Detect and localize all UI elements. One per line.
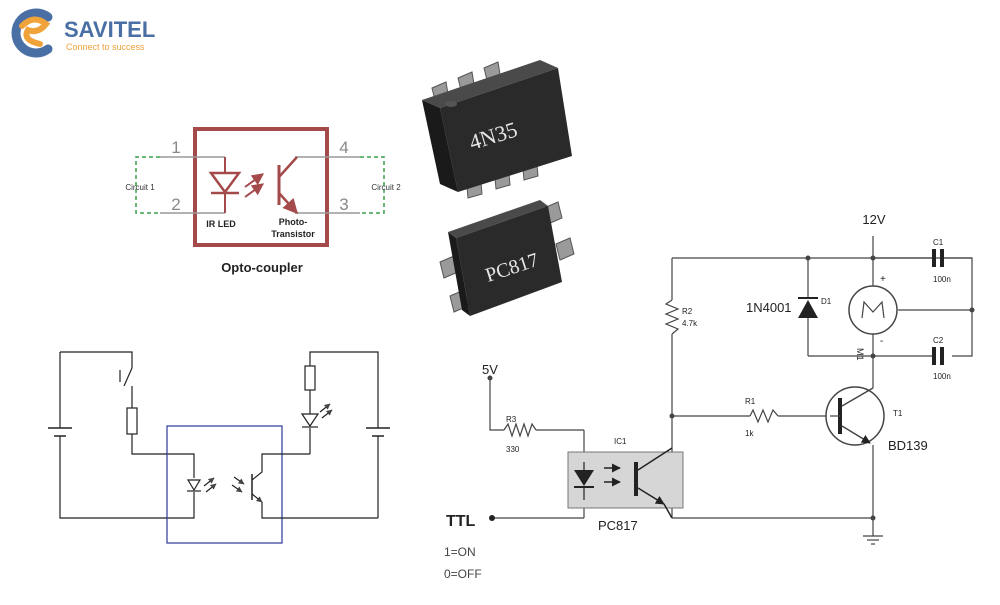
- ttl-on-label: 1=ON: [444, 545, 476, 559]
- r3-name-label: R3: [506, 415, 517, 424]
- isolator-led-icon: [186, 477, 217, 493]
- circuit-2-loop: [360, 156, 385, 214]
- phototransistor-label-line1: Photo-: [279, 217, 308, 227]
- ir-led-label: IR LED: [206, 219, 236, 229]
- optocoupler-body: [193, 127, 329, 247]
- supply-12v-label: 12V: [862, 212, 885, 227]
- circuit-1-loop: [135, 156, 160, 214]
- ic1-name-label: IC1: [614, 437, 627, 446]
- ic1-part-label: PC817: [598, 518, 638, 533]
- chip-pc817: PC817: [439, 200, 575, 316]
- c2-name-label: C2: [933, 336, 944, 345]
- brand-tagline: Connect to success: [66, 42, 145, 52]
- resistor-r3-icon: [503, 422, 537, 438]
- t1-part-label: BD139: [888, 438, 928, 453]
- t1-name-label: T1: [893, 409, 903, 418]
- diode-d1-icon: [798, 297, 818, 318]
- resistor-left-icon: [126, 407, 138, 435]
- isolator-box: [166, 425, 283, 544]
- isolator-phototransistor-icon: [231, 453, 378, 519]
- r1-name-label: R1: [745, 397, 756, 406]
- motor-name-label: M1: [855, 348, 865, 361]
- resistor-r1-icon: [749, 408, 779, 424]
- supply-5v-label: 5V: [482, 362, 498, 377]
- motor-driver-schematic: 12V 5V C1 100n C2 100n 1N4001 D1 + - M1 …: [444, 212, 975, 581]
- motor-plus-label: +: [880, 274, 886, 285]
- ground-icon: [863, 535, 883, 545]
- d1-name-label: D1: [821, 297, 832, 306]
- d1-part-label: 1N4001: [746, 300, 792, 315]
- phototransistor-icon: [277, 156, 299, 215]
- ic1-phototransistor-icon: [634, 447, 673, 519]
- optocoupler-caption: Opto-coupler: [221, 260, 303, 275]
- motor-m1-icon: [848, 285, 898, 335]
- capacitor-c1-icon: [932, 249, 944, 267]
- brand-name: SAVITEL: [64, 17, 155, 42]
- ttl-label: TTL: [446, 513, 476, 530]
- isolator-output-led-icon: [300, 403, 333, 428]
- c1-value-label: 100n: [933, 275, 951, 284]
- switch-icon: [119, 367, 133, 408]
- pin-1-label: 1: [171, 138, 180, 157]
- c2-value-label: 100n: [933, 372, 951, 381]
- phototransistor-label-line2: Transistor: [271, 229, 315, 239]
- circuit-2-label: Circuit 2: [371, 183, 401, 192]
- r2-value-label: 4.7k: [682, 319, 698, 328]
- ttl-input-terminal: [489, 515, 495, 521]
- circuit-1-label: Circuit 1: [125, 183, 155, 192]
- c1-name-label: C1: [933, 238, 944, 247]
- isolation-schematic: [48, 351, 390, 544]
- motor-minus-label: -: [880, 336, 883, 347]
- resistor-right-icon: [304, 365, 316, 391]
- r3-value-label: 330: [506, 445, 520, 454]
- junction-dots: [487, 255, 975, 521]
- savitel-logo[interactable]: SAVITEL Connect to success: [11, 8, 155, 58]
- pin-3-label: 3: [339, 195, 348, 214]
- optocoupler-symbol: 1 2 3 4 Circuit 1 Circuit 2 IR LED Photo…: [125, 127, 401, 275]
- chip-4n35: 4N35: [422, 60, 572, 199]
- ic1-led-icon: [574, 462, 621, 500]
- r1-value-label: 1k: [745, 429, 754, 438]
- ttl-off-label: 0=OFF: [444, 567, 482, 581]
- pin-2-label: 2: [171, 195, 180, 214]
- logo-emblem-icon: [11, 8, 53, 58]
- r2-name-label: R2: [682, 307, 693, 316]
- transistor-t1-icon: [825, 386, 885, 446]
- resistor-r2-icon: [664, 299, 680, 335]
- ir-led-icon: [208, 171, 264, 198]
- pin-4-label: 4: [339, 138, 348, 157]
- capacitor-c2-icon: [932, 347, 944, 365]
